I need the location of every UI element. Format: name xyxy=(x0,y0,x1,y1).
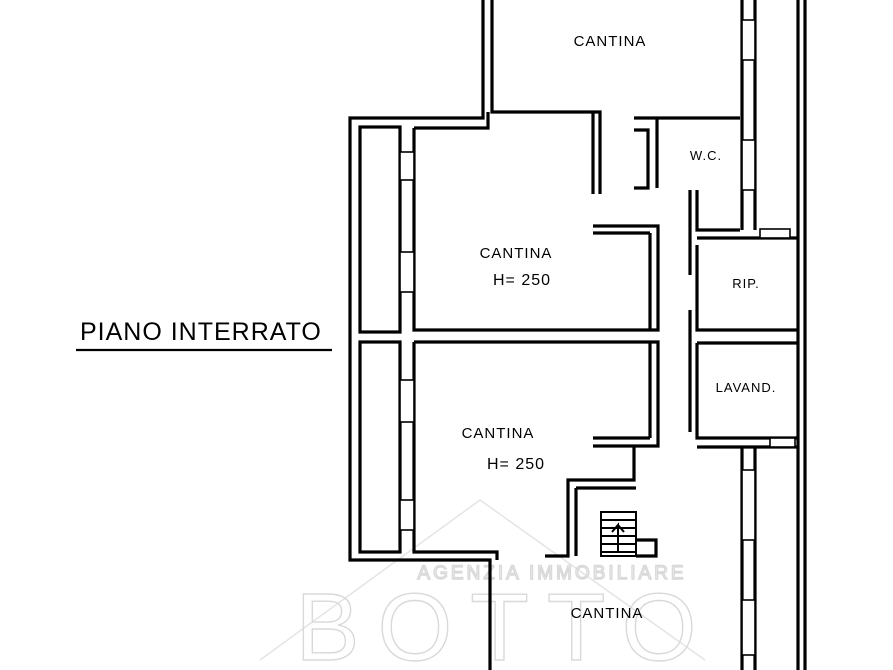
windows xyxy=(399,19,796,656)
floor-title: PIANO INTERRATO xyxy=(76,318,332,352)
watermark-subtitle: AGENZIA IMMOBILIARE xyxy=(417,563,686,584)
room-label-cantina-top: CANTINA xyxy=(574,33,647,50)
room-height-upper: H= 250 xyxy=(493,272,551,289)
room-label-cantina-upper: CANTINA xyxy=(480,245,553,262)
room-label-cantina-lower: CANTINA xyxy=(462,425,535,442)
room-labels: CANTINA W.C. CANTINA H= 250 RIP. CANTINA… xyxy=(462,33,777,622)
watermark-logo: BOTTO xyxy=(296,574,715,670)
watermark: AGENZIA IMMOBILIARE BOTTO xyxy=(259,499,715,670)
room-height-lower: H= 250 xyxy=(487,456,545,473)
floor-title-text: PIANO INTERRATO xyxy=(80,318,322,346)
room-label-cantina-bottom: CANTINA xyxy=(571,605,644,622)
room-label-lavand: LAVAND. xyxy=(716,380,777,395)
room-label-wc: W.C. xyxy=(690,148,722,163)
room-label-rip: RIP. xyxy=(732,276,760,291)
